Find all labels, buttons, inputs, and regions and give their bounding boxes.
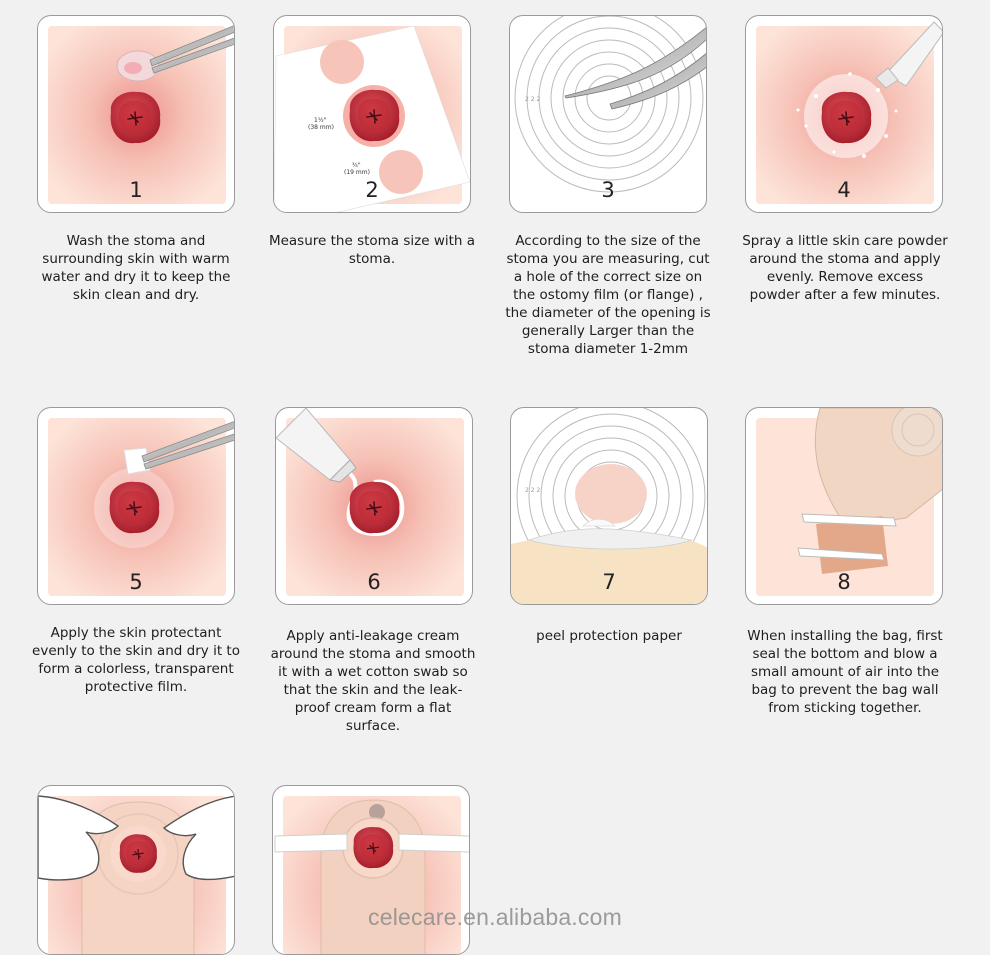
step-3-illustration: 2 2 2 <box>514 16 706 193</box>
step-7-description: peel protection paper <box>536 628 682 644</box>
svg-text:2 2 2: 2 2 2 <box>525 96 540 103</box>
stoma-icon <box>348 480 401 535</box>
step-1-card: 1 <box>37 15 235 213</box>
step-8-illustration <box>756 408 942 596</box>
step-6-description: Apply anti-leakage cream around the stom… <box>270 628 476 734</box>
cream-tube-icon <box>276 408 357 483</box>
stoma-icon <box>109 90 162 145</box>
watermark: celecare.en.alibaba.com <box>368 904 622 930</box>
step-2-description: Measure the stoma size with a stoma. <box>268 233 476 267</box>
step-9-card <box>37 785 235 955</box>
step-5-description: Apply the skin protectant evenly to the … <box>32 625 240 695</box>
tweezers-icon <box>141 421 234 470</box>
step-5-illustration <box>48 418 234 596</box>
ostomy-bag-icon <box>320 799 426 954</box>
stoma-icon <box>119 833 158 874</box>
step-number: 4 <box>837 178 851 202</box>
wipe-icon <box>123 447 151 475</box>
step-3-card: 2 2 2 3 <box>509 15 707 213</box>
step-number: 7 <box>602 570 616 594</box>
step-number: 1 <box>129 178 143 202</box>
flange-icon: 2 2 2 <box>516 408 706 591</box>
step-4-card: 4 <box>745 15 943 213</box>
step-number: 3 <box>601 178 615 202</box>
guide-label-large-in: 1½" <box>314 117 327 124</box>
step-3-description: According to the size of the stoma you a… <box>505 233 711 357</box>
guide-label-small-in: ¾" <box>352 162 361 169</box>
step-8-description: When installing the bag, first seal the … <box>747 628 943 716</box>
step-number: 8 <box>837 570 851 594</box>
belt-icon <box>274 833 469 853</box>
tweezers-icon <box>149 25 234 74</box>
step-2-card: 1½" (38 mm) ¾" (19 mm) 2 <box>273 15 471 213</box>
svg-text:2 2 2: 2 2 2 <box>525 487 540 494</box>
step-4-description: Spray a little skin care powder around t… <box>742 233 948 303</box>
step-number: 5 <box>129 570 143 594</box>
step-8-card: 8 <box>745 407 943 605</box>
cotton-ball-icon <box>116 50 160 82</box>
step-1-description: Wash the stoma and surrounding skin with… <box>41 233 231 303</box>
stoma-icon <box>108 480 161 535</box>
step-9-illustration <box>38 795 234 954</box>
step-number: 2 <box>365 178 379 202</box>
step-6-card: 6 <box>275 407 473 605</box>
stoma-icon <box>820 90 873 145</box>
powder-bottle-icon <box>875 21 942 89</box>
step-1-illustration <box>48 25 234 204</box>
step-number: 6 <box>367 570 381 594</box>
step-5-card: 5 <box>37 407 235 605</box>
protection-paper-icon <box>511 518 707 604</box>
guide-label-small-mm: (19 mm) <box>344 169 370 176</box>
step-10-illustration <box>274 796 469 954</box>
step-2-illustration: 1½" (38 mm) ¾" (19 mm) <box>274 25 470 212</box>
step-10-card <box>272 785 470 955</box>
flange-icon: 2 2 2 <box>514 16 704 193</box>
clip-icon <box>797 513 897 561</box>
step-7-illustration: 2 2 2 <box>511 408 707 604</box>
step-6-illustration <box>276 408 464 596</box>
ostomy-bag-icon <box>814 408 942 574</box>
stoma-icon <box>348 88 401 143</box>
step-4-illustration <box>756 21 942 204</box>
step-7-card: 2 2 2 7 <box>510 407 708 605</box>
stoma-icon <box>352 826 394 869</box>
hands-icon <box>38 795 234 881</box>
scissors-icon <box>564 27 706 110</box>
guide-label-large-mm: (38 mm) <box>308 124 334 131</box>
